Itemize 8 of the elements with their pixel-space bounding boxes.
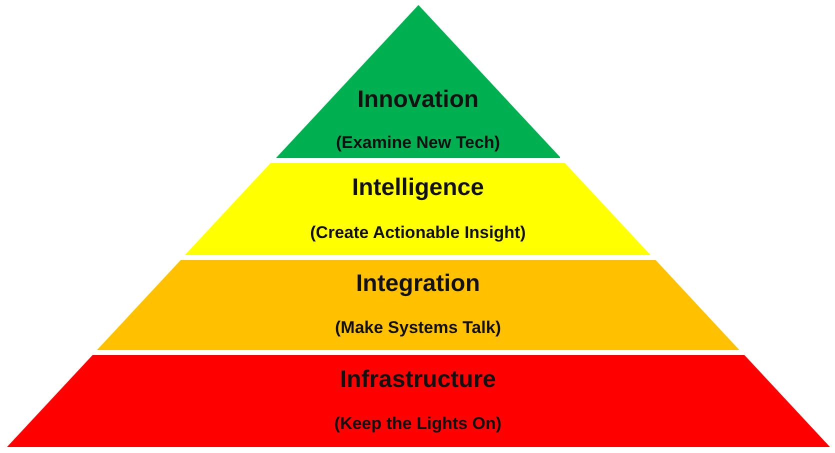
tier-title: Infrastructure xyxy=(340,366,496,394)
tier-description: (Keep the Lights On) xyxy=(334,414,502,434)
tier-title: Innovation xyxy=(357,86,479,114)
tier-description: (Make Systems Talk) xyxy=(335,318,501,338)
tier-description: (Examine New Tech) xyxy=(336,133,500,153)
tier-title: Integration xyxy=(356,270,480,298)
tier-description: (Create Actionable Insight) xyxy=(310,223,526,243)
tier-title: Intelligence xyxy=(352,174,484,202)
